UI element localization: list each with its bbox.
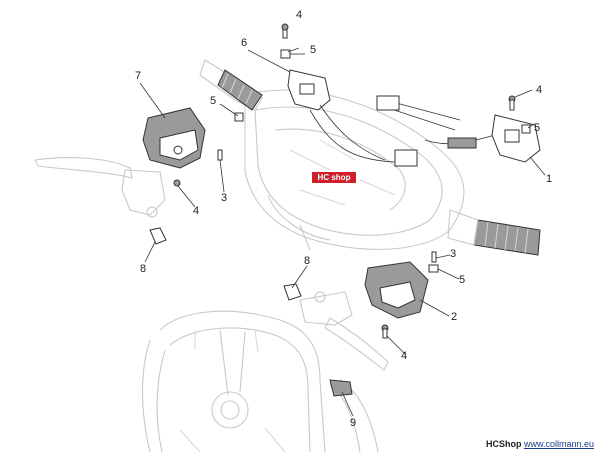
callout-9: 9 — [350, 417, 356, 429]
right-grip — [447, 209, 541, 256]
callout-7: 7 — [135, 70, 141, 82]
callout-4-right: 4 — [536, 84, 542, 96]
callout-5-right: 5 — [534, 122, 540, 134]
callout-8-left: 8 — [140, 263, 146, 275]
left-grip — [199, 59, 263, 111]
watermark-word: shop — [331, 173, 351, 182]
callout-5-left: 5 — [210, 95, 216, 107]
left-brake-lever — [34, 157, 166, 218]
wiring-harness — [309, 95, 496, 167]
leader-lines — [139, 47, 546, 417]
right-brake-lever — [299, 291, 389, 371]
callout-2: 2 — [451, 311, 457, 323]
callout-1: 1 — [546, 173, 552, 185]
hardware-small-parts — [149, 23, 531, 397]
watermark-brand: HC — [317, 173, 330, 182]
footer-company: HCShop — [485, 439, 522, 449]
footer-website-link[interactable]: www.collmann.eu — [523, 439, 594, 449]
callout-6: 6 — [241, 37, 247, 49]
part-2-right-cover — [364, 261, 429, 319]
callout-8-right: 8 — [304, 255, 310, 267]
callout-3-left: 3 — [221, 192, 227, 204]
part-1-right-switch — [491, 114, 541, 163]
hcshop-watermark: HC shop — [312, 172, 356, 183]
footer-credit: HCShop www.collmann.eu — [486, 439, 594, 449]
handlebar-frame-ghost — [244, 89, 465, 251]
callout-labels: 1 2 3 3 4 4 4 4 5 5 5 5 6 7 8 8 9 — [135, 9, 552, 429]
callout-5-bottom: 5 — [459, 274, 465, 286]
callout-3-right: 3 — [450, 248, 456, 260]
callout-4-top: 4 — [296, 9, 302, 21]
callout-4-bottom: 4 — [401, 350, 407, 362]
part-6-left-switch — [287, 69, 331, 111]
callout-4-left: 4 — [193, 205, 199, 217]
callout-5-top: 5 — [310, 44, 316, 56]
part-7-left-cover — [142, 107, 206, 169]
